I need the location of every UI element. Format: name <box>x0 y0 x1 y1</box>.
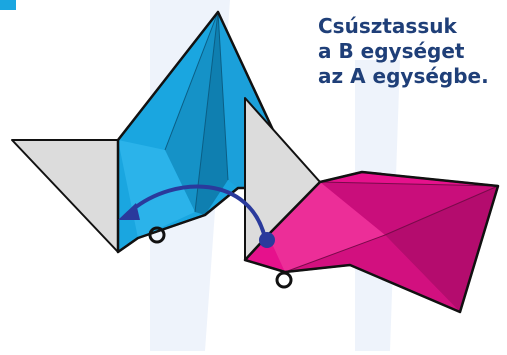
instruction-line-1: Csúsztassuk <box>318 14 507 39</box>
instruction-text: Csúsztassuk a B egységet az A egységbe. <box>318 14 507 89</box>
instruction-line-2: a B egységet <box>318 39 507 64</box>
unit-b-bottom-point <box>277 273 291 287</box>
unit-b-source-point <box>260 233 274 247</box>
unit-a-left-flap <box>12 140 118 252</box>
instruction-line-3: az A egységbe. <box>318 64 507 89</box>
watermark-bar <box>0 0 16 10</box>
